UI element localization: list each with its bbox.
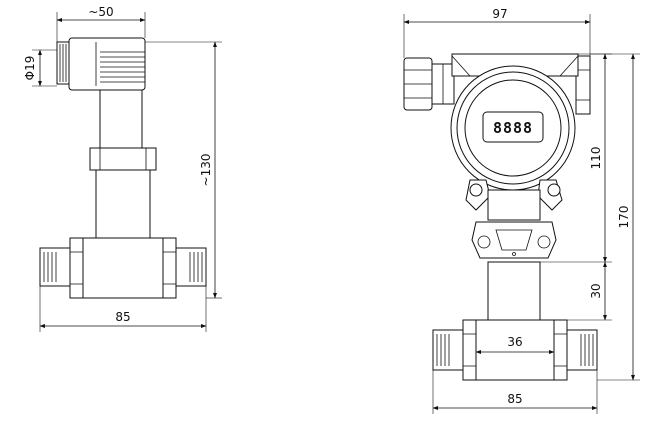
front-neck [487,189,541,221]
side-stem [99,89,143,149]
front-dim-total: 170 [590,53,640,381]
front-right-fitting [553,319,598,381]
front-dim-neck-label: 30 [589,283,603,298]
front-dim-bottom-label: 85 [507,392,522,406]
side-view: ~50 Φ19 ~130 85 [23,5,222,332]
front-dim-neck: 30 [554,261,612,321]
front-dim-total-label: 170 [617,206,631,229]
side-left-hex [69,237,84,299]
front-dim-bottom: 85 [432,370,598,414]
side-dim-top-label: ~50 [88,5,113,19]
side-dim-connector: Φ19 [23,49,57,87]
front-dim-body-label: 36 [507,335,522,349]
side-dim-bottom-label: 85 [115,310,130,324]
front-right-hex [553,319,568,381]
front-dim-body: 36 [475,335,555,354]
front-right-nut [566,329,598,371]
front-left-hex [462,319,477,381]
side-dim-height-label: ~130 [199,154,213,187]
side-right-nut [175,247,207,287]
side-right-hex [162,237,177,299]
lcd-readout: 8888 [493,119,533,137]
front-mounting-ears [465,179,563,211]
side-dim-connector-label: Φ19 [23,56,37,81]
side-dim-top: ~50 [56,5,146,42]
side-lower-body [95,169,151,239]
side-connector [56,37,146,91]
right-ground-screw [547,183,561,197]
front-left-fitting [432,319,477,381]
front-sensor-column [487,261,541,321]
side-left-fitting [39,237,84,299]
front-cable-gland [403,57,455,111]
side-flange [82,237,164,299]
side-right-fitting [162,237,207,299]
side-dim-height: ~130 [145,41,222,299]
front-flange [475,319,555,381]
front-right-plug [575,55,591,115]
bracket-body [471,221,557,259]
front-dim-top: 97 [403,7,591,58]
side-left-nut [39,247,71,287]
front-dim-top-label: 97 [492,7,507,21]
front-dim-head-label: 110 [589,147,603,170]
front-lcd [482,111,544,143]
left-ground-screw [469,183,483,197]
side-dim-bottom: 85 [39,286,207,332]
front-bracket [471,221,557,259]
front-left-nut [432,329,464,371]
front-dim-head: 110 [540,53,612,263]
front-view: 8888 [403,7,640,414]
